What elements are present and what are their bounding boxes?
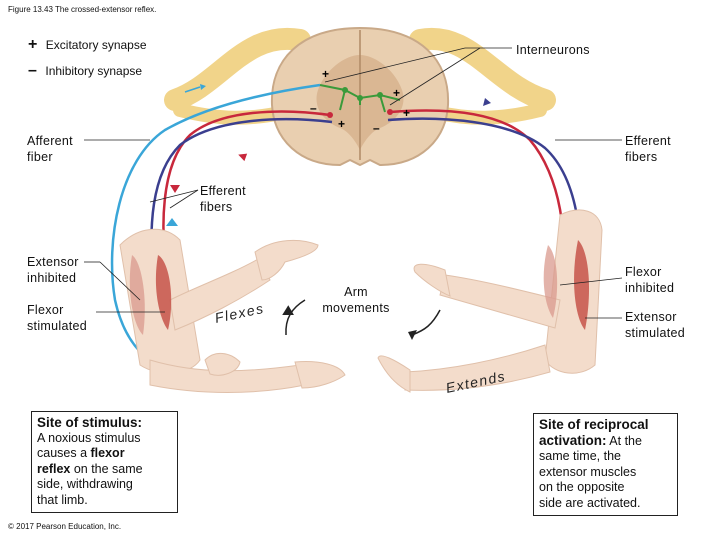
left-hand — [254, 239, 319, 281]
left-extensor-muscle — [129, 255, 145, 335]
right-nerve-bundle — [409, 27, 556, 111]
plus-icon: + — [28, 36, 38, 53]
efferent-center-leader-1 — [149, 189, 199, 203]
left-nerve-bundle — [164, 27, 311, 111]
efferent-right-arrow-icon — [483, 98, 491, 106]
efferent-fiber-left-blue — [150, 117, 333, 271]
synapse-minus-1: – — [310, 101, 317, 115]
synapse-plus-1: + — [322, 67, 329, 81]
interneurons-leader-2 — [389, 47, 481, 106]
legend-excitatory-label: Excitatory synapse — [45, 38, 147, 52]
right-upper-arm — [544, 209, 603, 374]
synapse-plus-4: + — [338, 117, 345, 131]
site-of-stimulus-box: Site of stimulus: A noxious stimulus cau… — [31, 411, 178, 513]
afferent-arrow-icon — [184, 86, 201, 93]
flexor-inhibited-label: Flexor inhibited — [625, 265, 675, 295]
arm-movements-label: Arm movements — [322, 285, 390, 315]
legend-excitatory: + Excitatory synapse — [28, 36, 147, 54]
interneurons-label: Interneurons — [516, 43, 590, 57]
site-of-reciprocal-activation-box: Site of reciprocal activation: At the sa… — [533, 413, 678, 516]
minus-icon: – — [28, 62, 37, 79]
right-lower-hand — [377, 355, 411, 393]
flexor-inhibited-leader — [559, 277, 623, 286]
figure-title: Figure 13.43 The crossed-extensor reflex… — [8, 5, 157, 14]
flexor-stimulated-label: Flexor stimulated — [27, 303, 87, 333]
site-of-reciprocal-heading: Site of reciprocal — [539, 417, 649, 432]
extensor-stimulated-label: Extensor stimulated — [625, 310, 685, 340]
copyright: © 2017 Pearson Education, Inc. — [8, 522, 122, 531]
flex-arrow-icon — [285, 299, 306, 336]
synapse-plus-3: + — [403, 106, 410, 120]
synapse-plus-2: + — [393, 86, 400, 100]
site-of-stimulus-heading: Site of stimulus: — [37, 415, 143, 430]
efferent-down-arrow-icon — [170, 185, 180, 193]
right-extensor-muscle — [574, 240, 590, 330]
afferent-fiber-label: Afferent fiber — [27, 134, 73, 164]
synapse-minus-2: – — [373, 121, 380, 135]
legend-inhibitory-label: Inhibitory synapse — [45, 64, 143, 78]
efferent-fibers-right-label: Efferent fibers — [625, 134, 671, 164]
efferent-fibers-center-label: Efferent fibers — [200, 184, 246, 214]
left-lower-hand — [294, 361, 346, 389]
right-forearm-raised — [439, 274, 561, 329]
stimulus-hand — [204, 353, 241, 376]
left-flexor-muscle — [155, 255, 172, 330]
extensor-inhibited-label: Extensor inhibited — [27, 255, 79, 285]
legend-inhibitory: – Inhibitory synapse — [28, 62, 142, 80]
interneurons-leader-1 — [324, 47, 466, 83]
right-hand-raised — [413, 263, 451, 297]
right-lower-forearm — [404, 344, 551, 391]
afferent-up-arrow-icon — [166, 218, 178, 226]
left-forearm — [169, 257, 271, 331]
right-flexor-muscle — [543, 245, 558, 318]
